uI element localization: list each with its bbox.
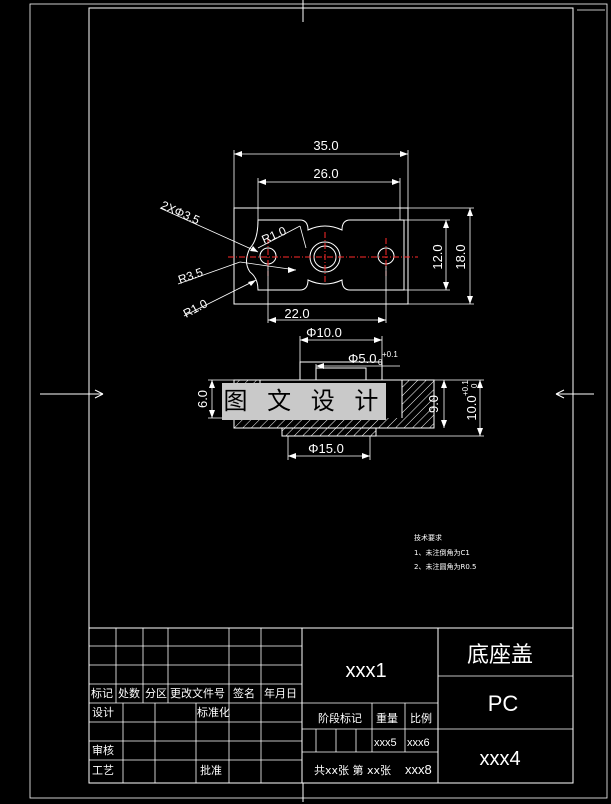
label-weight: 重量 (376, 711, 398, 725)
hdr-mark: 标记 (91, 686, 113, 700)
drawing-number: xxx1 (345, 660, 386, 682)
company: xxx4 (479, 748, 520, 770)
radius-left: R3.5 (176, 265, 205, 287)
hdr-change-doc: 更改文件号 (170, 686, 225, 700)
dim-10-tol: +0.1 (461, 380, 470, 396)
inner-profile (246, 219, 405, 291)
weight-value: xxx5 (374, 737, 397, 749)
dim-35: 35.0 (313, 138, 338, 153)
part-name: 底座盖 (467, 643, 533, 668)
scale-value: xxx6 (407, 737, 430, 749)
label-scale: 比例 (410, 711, 432, 725)
label-process: 工艺 (92, 764, 114, 777)
material: PC (488, 691, 519, 716)
radius-bottom: R1.0 (181, 296, 210, 320)
dim-phi15: Φ15.0 (308, 441, 344, 456)
tech-notes: 技术要求 1、未注倒角为C1 2、未注圆角为R0.5 (414, 533, 476, 571)
top-view: 35.0 26.0 22.0 12.0 18.0 2XΦ3.5 R1.0 (159, 138, 474, 323)
dim-10-tol2: 0 (470, 383, 479, 388)
dim-9: 9.0 (426, 395, 441, 413)
dim-18: 18.0 (453, 244, 468, 269)
dim-12: 12.0 (430, 244, 445, 269)
hdr-count: 处数 (118, 687, 140, 700)
label-standardize: 标准化 (197, 705, 230, 719)
outer-frame (29, 3, 608, 799)
dim-phi10: Φ10.0 (306, 325, 342, 340)
label-approve: 批准 (200, 763, 222, 777)
hole-callout: 2XΦ3.5 (159, 198, 202, 228)
label-design: 设计 (92, 706, 114, 719)
hdr-date: 年月日 (264, 686, 297, 700)
title-block: 标记 处数 分区 更改文件号 签名 年月日 设计 标准化 审核 工艺 批准 xx… (88, 627, 574, 784)
body-outline (233, 207, 409, 305)
label-stage-mark: 阶段标记 (318, 711, 362, 725)
dim-10: 10.0 (464, 395, 479, 420)
dim-phi5-tol: +0.1 (382, 350, 398, 359)
dim-phi5: Φ5.0 (348, 351, 376, 366)
radius-top: R1.0 (260, 224, 289, 247)
tech-notes-line1: 1、未注倒角为C1 (414, 548, 470, 557)
hdr-sign: 签名 (233, 686, 255, 700)
dim-26: 26.0 (313, 166, 338, 181)
sheet-suffix: xxx8 (405, 762, 432, 777)
hdr-zone: 分区 (145, 687, 167, 700)
dim-phi5-tol2: 0 (378, 358, 383, 367)
watermark-label: 图 文 设 计 (222, 383, 386, 420)
label-review: 审核 (92, 743, 114, 757)
dim-22: 22.0 (284, 306, 309, 321)
tech-notes-title: 技术要求 (414, 533, 442, 542)
sheets-text: 共xx张 第 xx张 (314, 763, 391, 777)
dim-6: 6.0 (195, 390, 210, 408)
tech-notes-line2: 2、未注圆角为R0.5 (414, 562, 476, 571)
